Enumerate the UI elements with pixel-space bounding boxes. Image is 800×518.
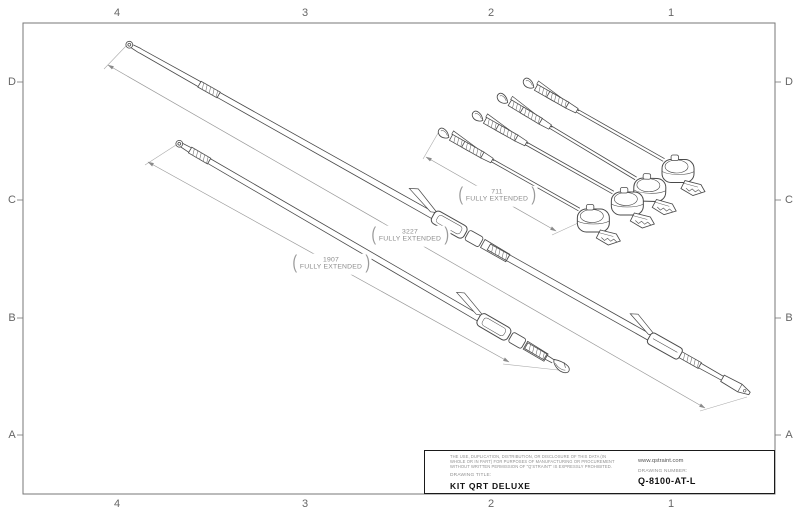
legal-notice: THE USE, DUPLICATION, DISTRIBUTION, OR D… xyxy=(450,454,632,470)
zone-row-left-C: C xyxy=(8,194,16,206)
paren-open: ( xyxy=(292,252,298,274)
lap-belt-3227 xyxy=(125,40,751,396)
zone-col-bottom-1: 1 xyxy=(667,498,675,510)
paren-open: ( xyxy=(458,184,464,206)
paren-open: ( xyxy=(371,224,377,246)
dimension-value: 1907 xyxy=(323,256,339,264)
paren-close: ) xyxy=(364,252,370,274)
legal-line: WITHOUT WRITTEN PERMISSION OF "Q'STRAINT… xyxy=(450,463,612,469)
retractor-strap-3 xyxy=(457,92,672,246)
title-block-right: www.qstraint.com DRAWING NUMBER: Q-8100-… xyxy=(638,451,696,493)
dimension-value: 3227 xyxy=(402,228,418,236)
website-text: www.qstraint.com xyxy=(638,458,684,464)
zone-row-left-B: B xyxy=(8,312,16,324)
dimension-label-3227: ( 3227 FULLY EXTENDED ) xyxy=(369,224,451,247)
drawing-number-label: DRAWING NUMBER: xyxy=(638,469,688,474)
legal-line: WHOLE OR IN PART) FOR PURPOSES OF MANUFA… xyxy=(450,458,615,464)
sheet-frame xyxy=(17,22,781,495)
title-block: THE USE, DUPLICATION, DISTRIBUTION, OR D… xyxy=(424,450,775,494)
dimension-note: FULLY EXTENDED xyxy=(378,235,442,243)
drawing-title: KIT QRT DELUXE xyxy=(450,480,531,491)
dimension-note: FULLY EXTENDED xyxy=(465,195,529,203)
drawing-title-label: DRAWING TITLE: xyxy=(450,473,492,479)
zone-row-left-A: A xyxy=(8,429,16,441)
zone-col-top-3: 3 xyxy=(301,7,309,19)
zone-row-right-C: C xyxy=(785,194,793,206)
zone-col-top-4: 4 xyxy=(113,7,121,19)
zone-row-right-A: A xyxy=(785,429,793,441)
lap-belt-1907 xyxy=(175,139,570,374)
zone-ticks xyxy=(17,81,781,436)
paren-close: ) xyxy=(443,224,449,246)
dimension-label-711: ( 711 FULLY EXTENDED ) xyxy=(456,184,538,207)
dimension-value: 711 xyxy=(491,188,503,196)
zone-row-left-D: D xyxy=(8,76,16,88)
zone-col-top-2: 2 xyxy=(487,7,495,19)
zone-col-bottom-4: 4 xyxy=(113,498,121,510)
dimension-label-1907: ( 1907 FULLY EXTENDED ) xyxy=(290,252,372,275)
zone-row-right-D: D xyxy=(785,76,793,88)
retractor-strap-1 xyxy=(508,59,722,214)
drawing-number: Q-8100-AT-L xyxy=(638,476,696,486)
zone-col-bottom-2: 2 xyxy=(487,498,495,510)
zone-col-bottom-3: 3 xyxy=(301,498,309,510)
zone-col-top-1: 1 xyxy=(667,7,675,19)
dimension-note: FULLY EXTENDED xyxy=(299,263,363,271)
paren-close: ) xyxy=(530,184,536,206)
title-block-left: THE USE, DUPLICATION, DISTRIBUTION, OR D… xyxy=(425,451,638,493)
zone-row-right-B: B xyxy=(785,312,793,324)
legal-line: THE USE, DUPLICATION, DISTRIBUTION, OR D… xyxy=(450,454,607,459)
